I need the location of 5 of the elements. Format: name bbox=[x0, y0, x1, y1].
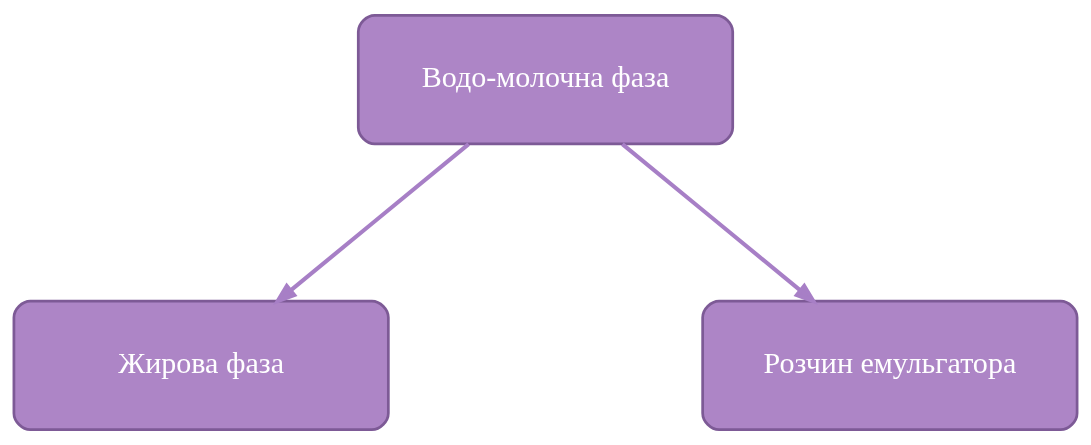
node-box: Водо-молочна фаза bbox=[356, 14, 735, 146]
node-box: Розчин емульгатора bbox=[701, 299, 1079, 431]
arrow bbox=[621, 142, 819, 305]
node-box: Жирова фаза bbox=[12, 299, 390, 431]
arrow bbox=[272, 142, 470, 305]
